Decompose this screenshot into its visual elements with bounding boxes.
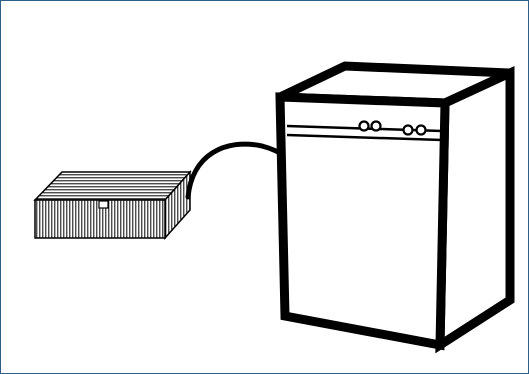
knob-icon [402, 124, 414, 136]
appliance-cabinet [275, 61, 515, 354]
filter-cartridge [33, 170, 192, 240]
cartridge-tab [98, 200, 109, 209]
knob-icon [370, 120, 382, 132]
knob-icon [358, 120, 370, 132]
knob-icon [415, 124, 427, 136]
